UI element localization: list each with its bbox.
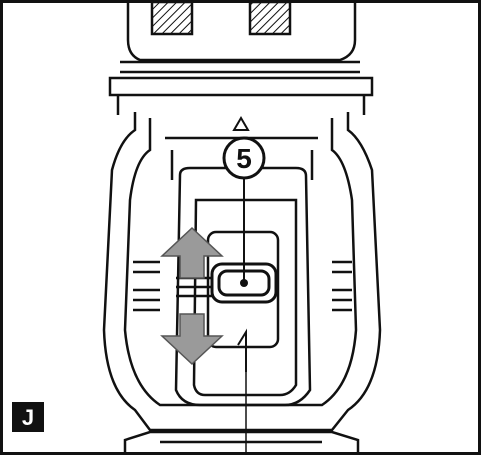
callout-dot — [240, 279, 248, 287]
panel-letter: J — [22, 405, 34, 430]
side-vents — [133, 260, 352, 312]
callout-circle — [222, 136, 266, 180]
panel-badge — [12, 402, 44, 432]
callout-number: 5 — [236, 143, 252, 174]
tool-top-housing — [108, 0, 374, 115]
up-down-arrow-icon — [160, 226, 224, 366]
triangle-marker-icon — [232, 116, 250, 131]
position-mark — [237, 328, 247, 372]
tool-base — [123, 430, 360, 455]
